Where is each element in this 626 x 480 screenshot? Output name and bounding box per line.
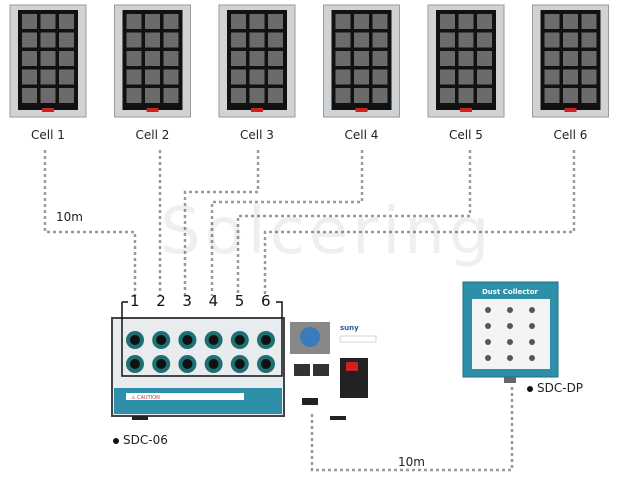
port-number: 3	[182, 292, 192, 310]
cell-label: Cell 4	[344, 128, 379, 142]
solar-cell-panel	[218, 4, 296, 118]
dust-collector-device: Dust Collector	[462, 281, 559, 383]
dust-jack[interactable]	[529, 323, 535, 329]
solar-cell-panel	[9, 4, 87, 118]
port-number: 6	[261, 292, 271, 310]
cell-label: Cell 3	[240, 128, 274, 142]
dust-jack[interactable]	[529, 307, 535, 313]
cable-1	[43, 150, 137, 296]
dust-jack[interactable]	[485, 307, 491, 313]
svg-text:⚠ CAUTION: ⚠ CAUTION	[131, 395, 160, 401]
dust-jack[interactable]	[507, 323, 513, 329]
watermark: Solcering	[160, 195, 494, 269]
cable-bottom	[310, 385, 514, 472]
dust-jack[interactable]	[485, 339, 491, 345]
port-number: 1	[130, 292, 140, 310]
dust-jack[interactable]	[485, 323, 491, 329]
solar-cell-panel	[427, 4, 505, 118]
port-number: 2	[156, 292, 166, 310]
port-number: 4	[208, 292, 219, 310]
cable-length-bottom: 10m	[398, 455, 425, 469]
device-label-sdc-06: SDC-06	[123, 433, 168, 447]
dust-jack[interactable]	[507, 355, 513, 361]
solar-cell-panel	[532, 4, 609, 118]
cable-3	[183, 150, 260, 296]
connector-icon	[300, 327, 320, 347]
cell-label: Cell 2	[135, 128, 170, 142]
dust-jack[interactable]	[529, 339, 535, 345]
dust-jack[interactable]	[507, 339, 513, 345]
caution-label	[126, 393, 244, 400]
sdc-06-device: ⚠ CAUTION suny	[111, 317, 377, 420]
solar-cell-panel	[323, 4, 400, 118]
cell-label: Cell 1	[31, 128, 65, 142]
dust-jack[interactable]	[507, 307, 513, 313]
cable-length-top: 10m	[56, 210, 83, 224]
dust-jack[interactable]	[485, 355, 491, 361]
svg-text:suny: suny	[340, 324, 359, 332]
device-label-sdc-dp: SDC-DP	[537, 381, 584, 395]
usb-port	[302, 398, 318, 405]
cables	[43, 150, 576, 472]
cable-4	[210, 150, 364, 296]
cable-5	[236, 150, 472, 296]
dust-jack[interactable]	[529, 355, 535, 361]
cable-6	[263, 150, 576, 296]
cell-label: Cell 6	[553, 128, 588, 142]
solar-cell-panel	[114, 4, 191, 118]
cell-label: Cell 5	[449, 128, 483, 142]
svg-text:Dust Collector: Dust Collector	[482, 288, 539, 296]
port-number: 5	[234, 292, 245, 310]
